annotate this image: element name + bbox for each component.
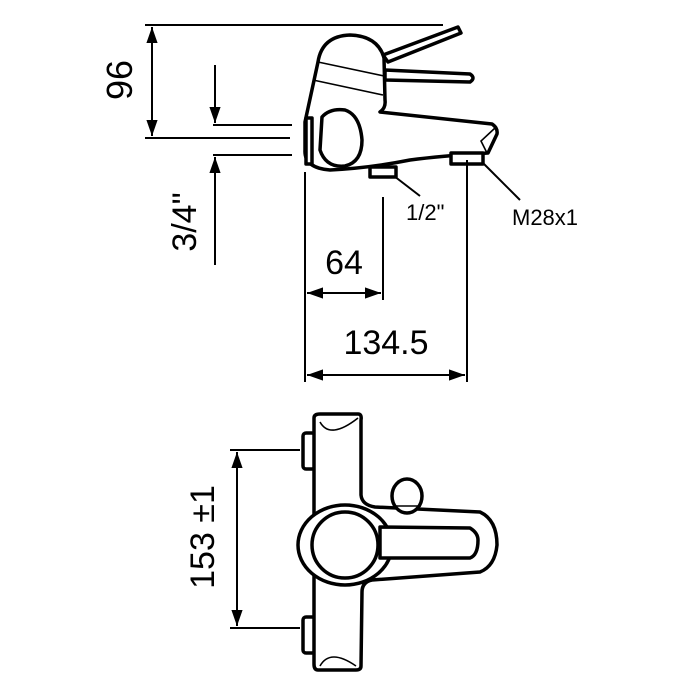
faucet-top-body — [296, 412, 499, 672]
projection-dimension-label: 134.5 — [343, 324, 428, 362]
upper-cap-detail — [319, 417, 359, 431]
top-view: 153 ±1 — [184, 412, 499, 672]
supply-nut — [368, 165, 398, 179]
offset-dimension-label: 64 — [325, 244, 363, 282]
spout-tip — [480, 127, 496, 154]
lower-cap-detail — [319, 656, 357, 667]
supply-thread-label: 1/2" — [406, 200, 444, 225]
handle-cap — [310, 510, 380, 580]
faucet-side-body — [303, 25, 499, 179]
supply-leader-line — [393, 175, 421, 197]
side-view: 96 3/4" 1/2" M28x1 64 134.5 — [99, 24, 578, 382]
inlet-thread-label: 3/4" — [166, 192, 204, 251]
cartridge-cap — [318, 107, 364, 168]
diverter-knob — [390, 477, 424, 515]
height-dimension-label: 96 — [99, 60, 140, 100]
body-bands — [312, 61, 385, 96]
inlet-nut-side — [304, 116, 314, 166]
handle-lever-slot — [378, 525, 480, 560]
lever-rod — [381, 25, 463, 64]
outlet-leader-line — [483, 163, 521, 201]
handle-lever — [383, 68, 475, 84]
outlet-thread-label: M28x1 — [512, 205, 578, 230]
inlet-spacing-label: 153 ±1 — [184, 485, 222, 589]
